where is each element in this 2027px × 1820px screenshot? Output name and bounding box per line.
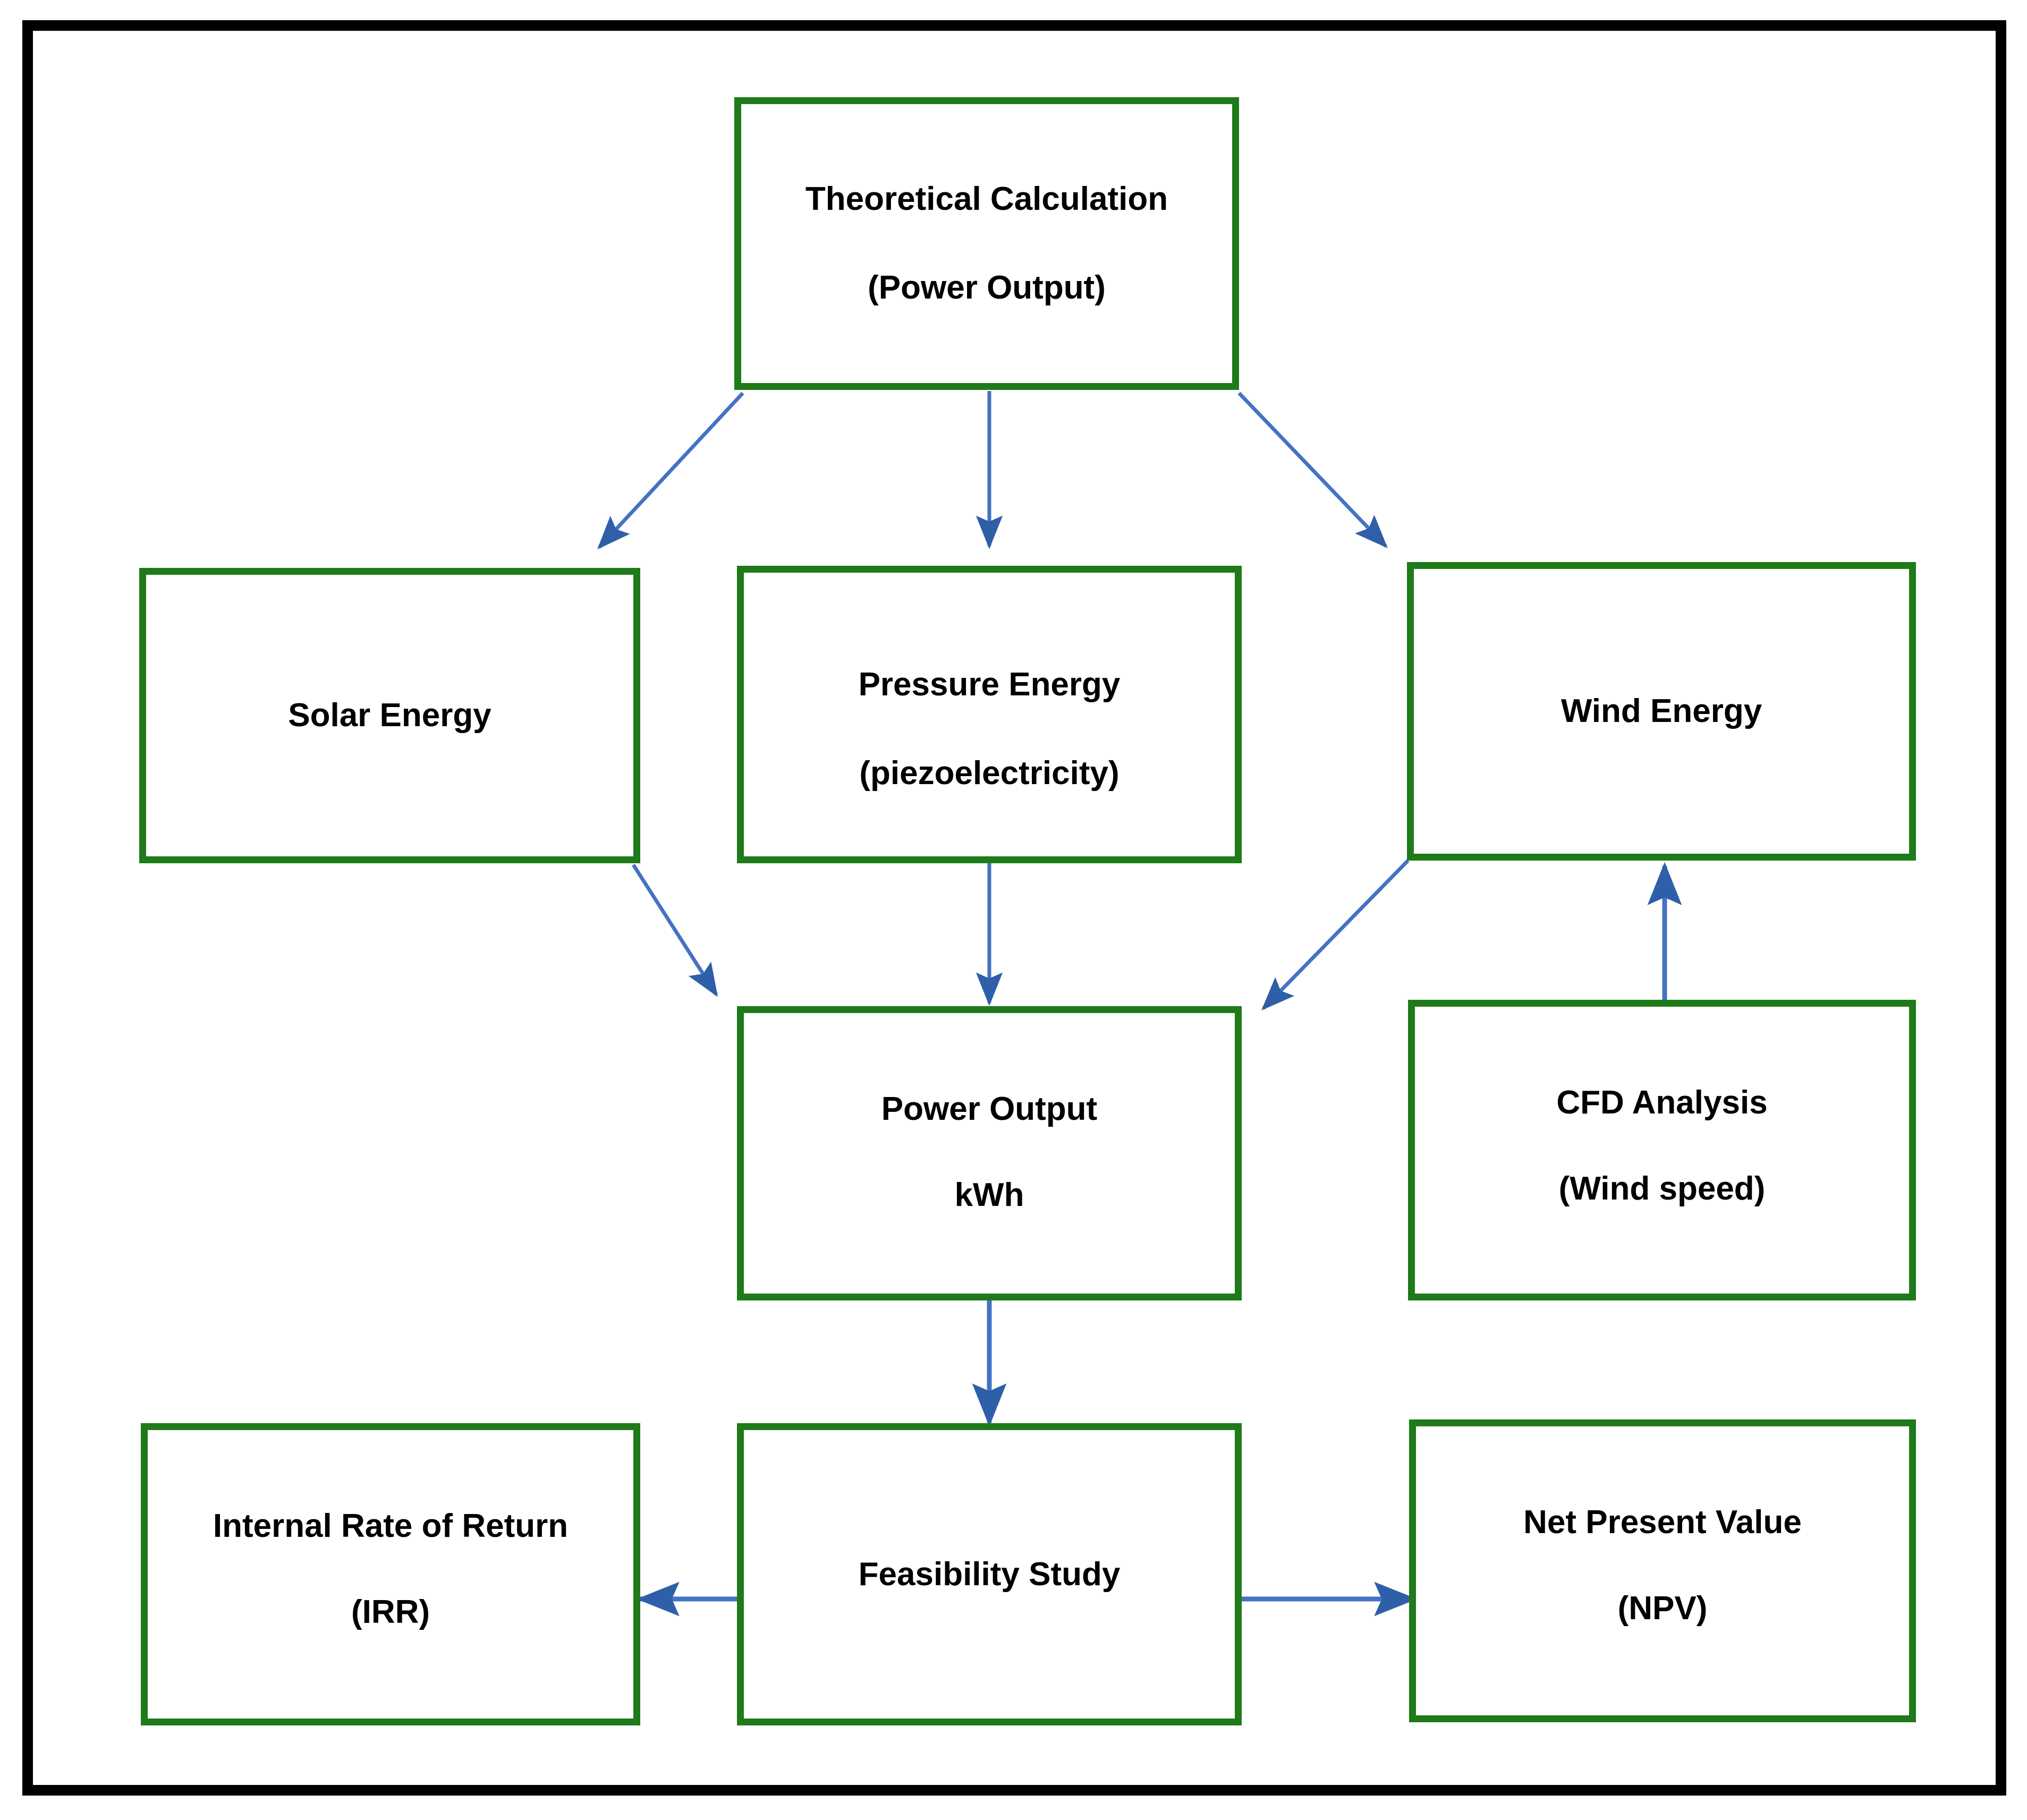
node-net-present-value[interactable]: Net Present Value (NPV) (1409, 1419, 1916, 1722)
node-solar-energy-line-1: Solar Energy (288, 697, 491, 734)
node-internal-rate-of-return[interactable]: Internal Rate of Return (IRR) (141, 1423, 640, 1725)
node-cfd-analysis[interactable]: CFD Analysis (Wind speed) (1408, 1000, 1916, 1300)
node-power-output[interactable]: Power Output kWh (737, 1006, 1242, 1300)
node-pressure-energy-line-2: (piezoelectricity) (859, 755, 1119, 792)
node-theoretical-calculation[interactable]: Theoretical Calculation (Power Output) (734, 97, 1239, 390)
edge-theoretical-to-solar (597, 392, 744, 550)
node-internal-rate-of-return-line-2: (IRR) (351, 1594, 430, 1630)
node-net-present-value-line-2: (NPV) (1617, 1590, 1708, 1627)
node-feasibility-study[interactable]: Feasibility Study (737, 1423, 1242, 1725)
diagram-outer-frame (22, 20, 2006, 1796)
node-pressure-energy[interactable]: Pressure Energy (piezoelectricity) (737, 566, 1242, 863)
edge-wind-to-power-output (1261, 859, 1410, 1011)
node-wind-energy[interactable]: Wind Energy (1407, 562, 1916, 861)
node-cfd-analysis-line-1: CFD Analysis (1556, 1084, 1768, 1121)
node-power-output-line-2: kWh (954, 1177, 1024, 1213)
node-theoretical-calculation-line-1: Theoretical Calculation (805, 181, 1168, 217)
node-theoretical-calculation-line-2: (Power Output) (868, 269, 1106, 306)
node-power-output-line-1: Power Output (881, 1091, 1098, 1127)
edge-solar-to-power-output (632, 864, 718, 997)
node-net-present-value-line-1: Net Present Value (1523, 1504, 1802, 1541)
node-solar-energy[interactable]: Solar Energy (139, 568, 640, 863)
node-cfd-analysis-line-2: (Wind speed) (1558, 1170, 1766, 1207)
node-pressure-energy-line-1: Pressure Energy (858, 666, 1121, 703)
node-wind-energy-line-1: Wind Energy (1560, 693, 1762, 729)
node-feasibility-study-line-1: Feasibility Study (858, 1555, 1121, 1593)
edge-theoretical-to-wind (1237, 392, 1388, 549)
node-internal-rate-of-return-line-1: Internal Rate of Return (213, 1508, 569, 1544)
